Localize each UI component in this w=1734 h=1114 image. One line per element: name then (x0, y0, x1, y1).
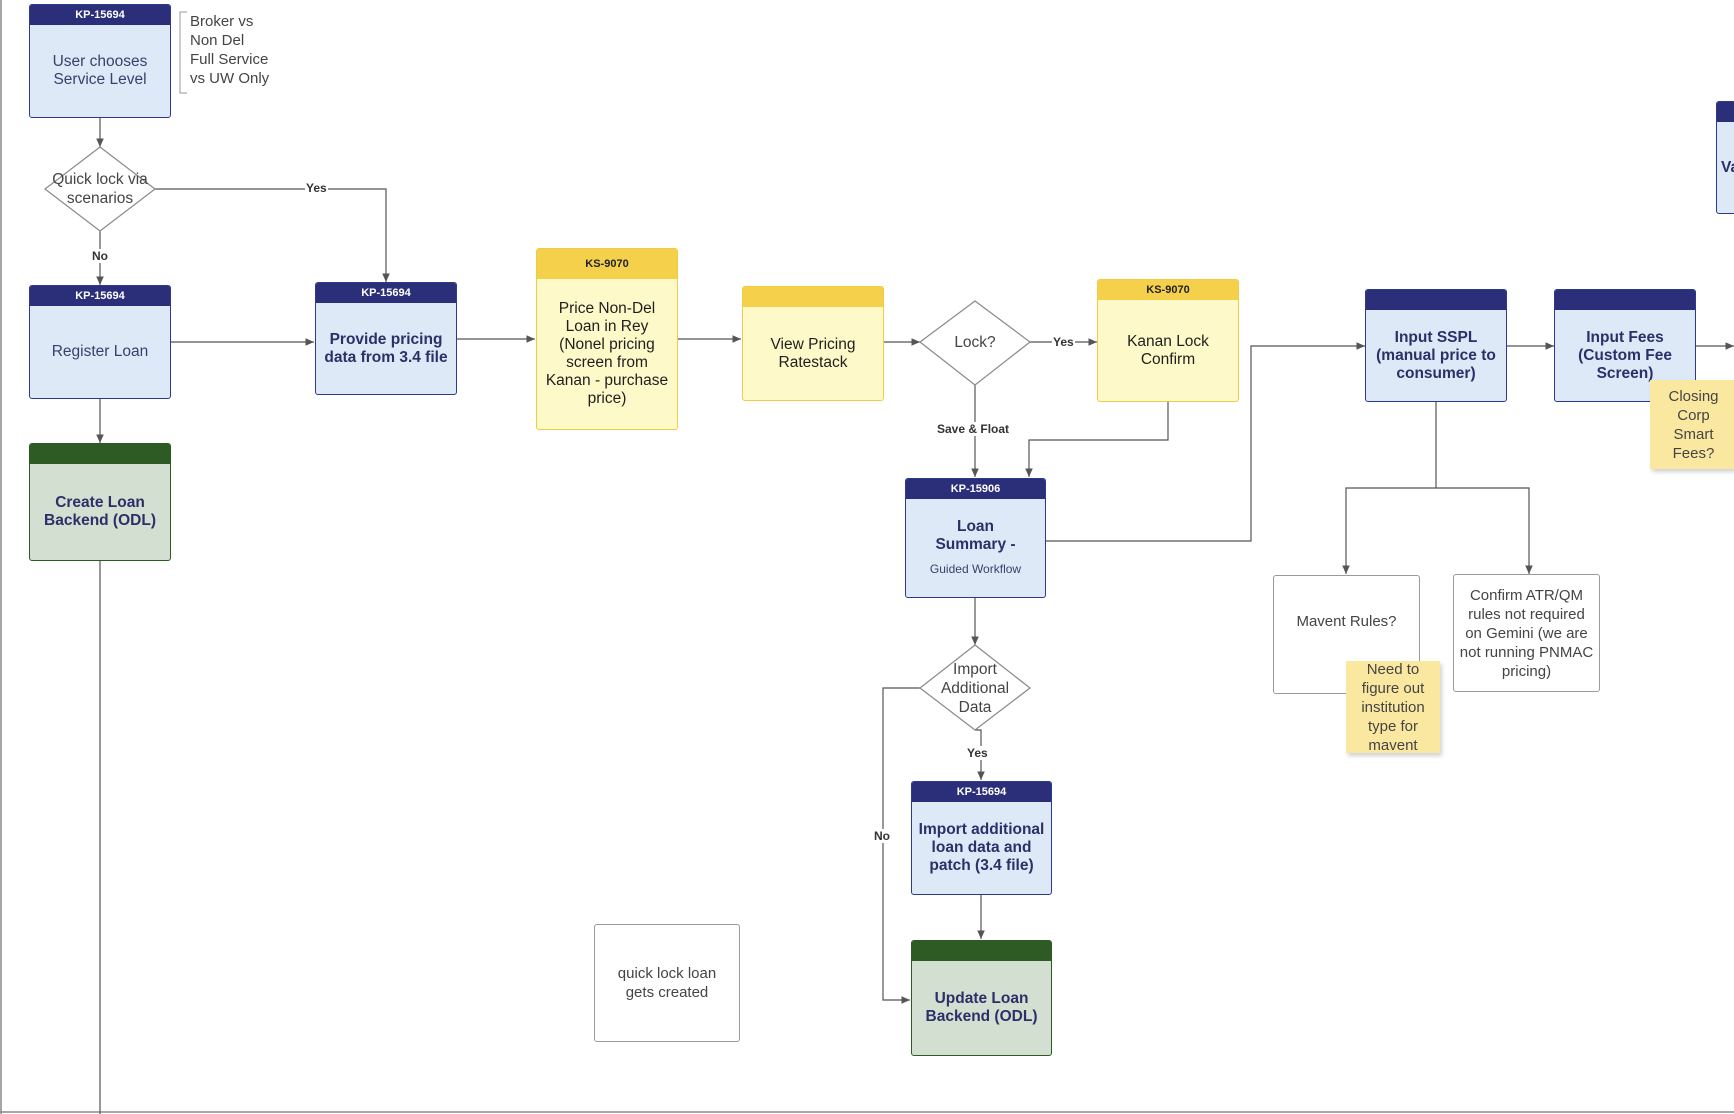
card-import-additional-data[interactable]: KP-15694 Import additional loan data and… (911, 781, 1052, 895)
ticket-tag (912, 941, 1051, 961)
box-confirm-atr-qm[interactable]: Confirm ATR/QM rules not required on Gem… (1453, 574, 1600, 692)
card-offscreen-partial[interactable]: Va (1716, 101, 1734, 214)
ticket-tag (1366, 290, 1506, 310)
sticky-closing-corp-smart-fees: Closing Corp Smart Fees? (1650, 380, 1734, 469)
decision-import-shape (919, 644, 1031, 731)
decision-lock-shape (919, 300, 1031, 386)
card-create-loan-backend[interactable]: Create Loan Backend (ODL) (29, 443, 171, 561)
card-input-sspl[interactable]: Input SSPL (manual price to consumer) (1365, 289, 1507, 402)
ticket-tag (1717, 102, 1734, 122)
note-bracket (179, 11, 187, 94)
card-provide-pricing[interactable]: KP-15694 Provide pricing data from 3.4 f… (315, 282, 457, 395)
card-update-loan-backend[interactable]: Update Loan Backend (ODL) (911, 940, 1052, 1056)
card-service-level[interactable]: KP-15694 User chooses Service Level (29, 4, 171, 118)
edge-label-quick-no: No (91, 249, 109, 263)
ticket-tag: KP-15694 (316, 283, 456, 303)
sticky-mavent-note: Need to figure out institution type for … (1346, 661, 1440, 754)
box-quick-lock-loan-note[interactable]: quick lock loan gets created (594, 924, 740, 1042)
card-label: Register Loan (51, 343, 149, 360)
edge-kanan-to-summary (1025, 402, 1169, 477)
edge-label-import-no: No (873, 829, 891, 843)
card-label: Kanan Lock Confirm (1127, 332, 1209, 368)
card-label: Input SSPL (manual price to consumer) (1376, 328, 1496, 382)
decision-quick-lock-shape (44, 146, 156, 232)
ticket-tag: KS-9070 (1098, 280, 1238, 300)
card-kanan-lock-confirm[interactable]: KS-9070 Kanan Lock Confirm (1097, 279, 1239, 402)
edge-sspl-to-confirm (1436, 487, 1533, 574)
ticket-tag: KP-15906 (906, 479, 1045, 499)
card-label: Va (1721, 158, 1734, 176)
edge-summary-to-sspl (1045, 342, 1365, 542)
card-label: Update Loan Backend (ODL) (925, 990, 1038, 1025)
ticket-tag (30, 444, 170, 464)
card-body: Loan Summary - Guided Workflow (906, 499, 1045, 597)
ticket-tag (1555, 290, 1695, 310)
decision-import-additional[interactable]: Import Additional Data (940, 660, 1010, 716)
card-label: View Pricing Ratestack (770, 335, 856, 371)
service-level-note: Broker vs Non Del Full Service vs UW Onl… (190, 13, 270, 87)
ticket-tag: KP-15694 (30, 5, 170, 25)
edge-import-yes (975, 729, 985, 780)
ticket-tag: KP-15694 (912, 782, 1051, 802)
card-label: Import additional loan data and patch (3… (918, 821, 1045, 874)
card-loan-summary[interactable]: KP-15906 Loan Summary - Guided Workflow (905, 478, 1046, 598)
card-label: Loan Summary - (935, 518, 1016, 553)
edge-label-lock-yes: Yes (1052, 335, 1075, 349)
card-sublabel: Guided Workflow (929, 562, 1022, 576)
card-price-non-del[interactable]: KS-9070 Price Non-Del Loan in Rey (Nonel… (536, 248, 678, 430)
edge-sspl-to-mavent (1342, 487, 1436, 574)
card-view-pricing-ratestack[interactable]: View Pricing Ratestack (742, 286, 884, 401)
edge-label-save-float: Save & Float (936, 422, 1011, 436)
card-label: Input Fees (Custom Fee Screen) (1578, 328, 1672, 382)
edge-label-quick-yes: Yes (305, 181, 328, 195)
ticket-tag (743, 287, 883, 307)
edge-label-import-yes: Yes (966, 746, 989, 760)
ticket-tag: KP-15694 (30, 286, 170, 306)
edge-import-no (882, 687, 920, 1004)
card-label: Create Loan Backend (ODL) (44, 494, 156, 529)
decision-lock[interactable]: Lock? (954, 333, 996, 351)
decision-quick-lock[interactable]: Quick lock via scenarios (52, 171, 148, 207)
edge-quicklock-yes (155, 188, 390, 282)
ticket-tag: KS-9070 (537, 249, 677, 279)
card-label: Provide pricing data from 3.4 file (324, 330, 448, 366)
card-register-loan[interactable]: KP-15694 Register Loan (29, 285, 171, 399)
card-label: Price Non-Del Loan in Rey (Nonel pricing… (545, 300, 669, 407)
card-label: User chooses Service Level (52, 53, 148, 88)
